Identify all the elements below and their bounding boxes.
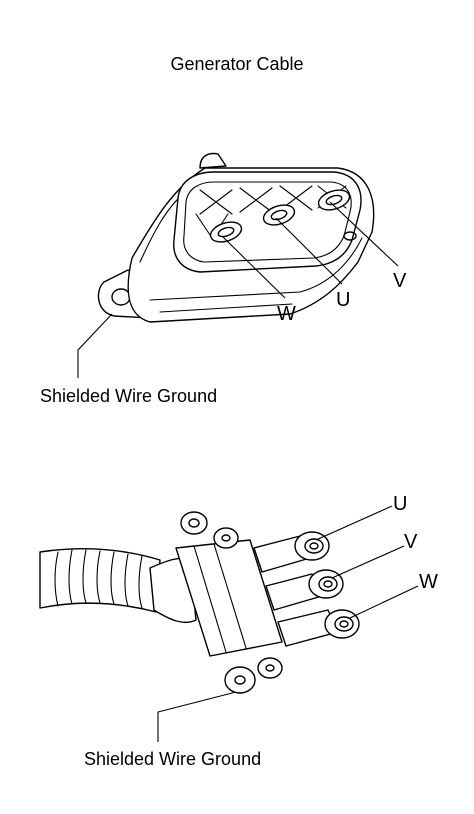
cable-leader-lines — [157, 505, 419, 742]
cable-label-v: V — [404, 531, 418, 553]
connector-leader-lines — [77, 201, 399, 378]
diagram-title: Generator Cable — [170, 54, 303, 74]
cable-terminals-icon — [39, 511, 360, 694]
connector-label-v: V — [393, 270, 407, 292]
connector-ground-label: Shielded Wire Ground — [40, 386, 217, 406]
connector-face-icon — [97, 152, 375, 323]
cable-label-u: U — [393, 493, 407, 515]
cable-ground-label: Shielded Wire Ground — [84, 749, 261, 769]
connector-label-u: U — [336, 289, 350, 311]
cable-label-w: W — [419, 571, 438, 593]
connector-label-w: W — [277, 303, 296, 325]
